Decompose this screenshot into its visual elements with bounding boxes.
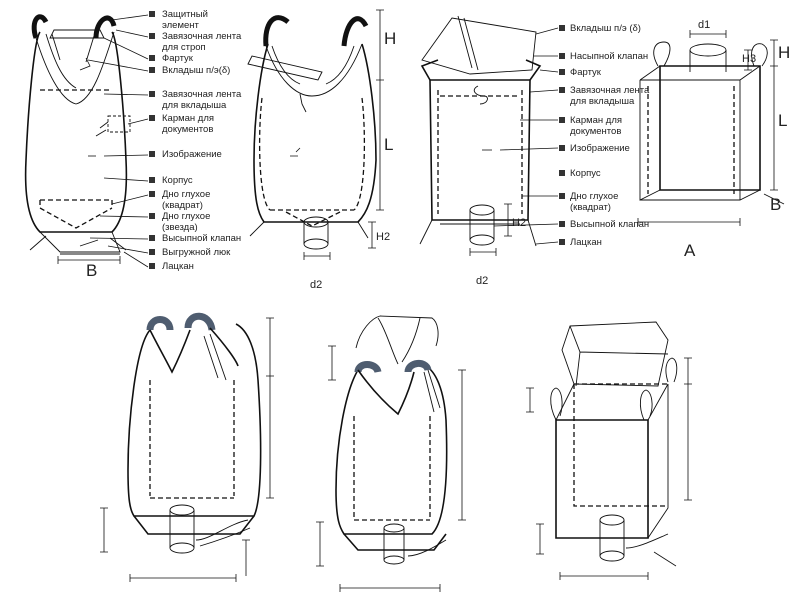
label-sling-tie-2: для строп [162, 42, 206, 53]
label2-blind-bottom-square-2: (квадрат) [570, 202, 611, 213]
diagram-1-labels: Защитный элемент Завязочная лента для ст… [87, 9, 242, 272]
dim-label-d2: d2 [310, 279, 322, 291]
label-protective-element-2: элемент [162, 20, 200, 31]
label-blind-bottom-star: Дно глухое [162, 211, 210, 222]
label-blind-bottom-square-2: (квадрат) [162, 200, 203, 211]
label-liner-tie-2: для вкладыша [162, 100, 227, 111]
dim-label-d2b: d2 [476, 275, 488, 287]
bag-2a-drawing [419, 15, 542, 256]
label-liner-tie: Завязочная лента [162, 89, 242, 100]
label-body: Корпус [162, 175, 193, 186]
label-blind-bottom-square: Дно глухое [162, 189, 210, 200]
diagram-2-labels: Вкладыш п/э (δ) Насыпной клапан Фартук З… [493, 23, 650, 248]
label-discharge-hatch: Выгружной люк [162, 247, 231, 258]
bag-bottom-2-drawing [316, 315, 466, 592]
dim-label-h3: H3 [742, 53, 756, 65]
dim-label-d1: d1 [698, 19, 710, 31]
label-protective-element: Защитный [162, 9, 208, 20]
label-doc-pocket-2: документов [162, 124, 213, 135]
label-blind-bottom-star-2: (звезда) [162, 222, 198, 233]
dim-label-h-2: H [778, 43, 790, 62]
dim-label-l-2: L [778, 111, 787, 130]
label-discharge-spout: Высыпной клапан [162, 233, 241, 244]
label-sling-tie: Завязочная лента [162, 31, 242, 42]
label2-doc-pocket: Карман для [570, 115, 622, 126]
label2-body: Корпус [570, 168, 601, 179]
bag-bottom-3-drawing [526, 321, 692, 580]
bag-2b-drawing [637, 30, 785, 226]
dim-label-h2: H2 [376, 231, 390, 243]
label2-liner-tie: Завязочная лента [570, 85, 650, 96]
label-apron: Фартук [162, 53, 194, 64]
label-doc-pocket: Карман для [162, 113, 214, 124]
label-liner: Вкладыш п/э(δ) [162, 65, 230, 76]
bag-1a-drawing [24, 14, 131, 264]
bag-1b-drawing [247, 9, 384, 260]
label2-apron: Фартук [570, 67, 602, 78]
label2-blind-bottom-square: Дно глухое [570, 191, 618, 202]
dim-label-l: L [384, 135, 393, 154]
dim-label-h: H [384, 29, 396, 48]
label-lapel: Лацкан [162, 261, 194, 272]
label2-discharge-spout: Высыпной клапан [570, 219, 649, 230]
diagram-2: d2 H2 Вкладыш п/э (δ) Насыпной клапан Фа… [419, 15, 790, 287]
dim-label-b-2: B [770, 195, 781, 214]
label2-filling-spout: Насыпной клапан [570, 51, 648, 62]
label2-lapel: Лацкан [570, 237, 602, 248]
dim-label-h2b: H2 [512, 217, 526, 229]
label-image: Изображение [162, 149, 222, 160]
label2-liner-tie-2: для вкладыша [570, 96, 635, 107]
diagram-1: B Защитный элемент Завязочная лента для … [24, 9, 396, 291]
dim-label-a-2: A [684, 241, 696, 260]
bag-bottom-1-drawing [100, 312, 274, 582]
label2-doc-pocket-2: документов [570, 126, 621, 137]
label2-image: Изображение [570, 143, 630, 154]
dim-label-b: B [86, 261, 97, 280]
label2-liner: Вкладыш п/э (δ) [570, 23, 641, 34]
